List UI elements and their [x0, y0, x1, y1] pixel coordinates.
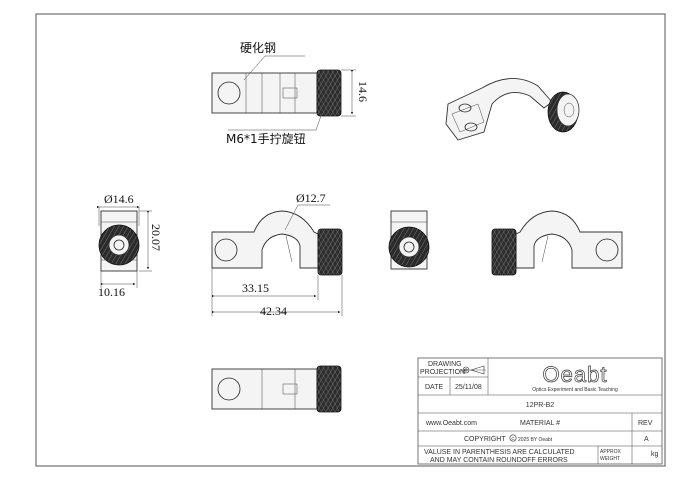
material-label: MATERIAL # [520, 420, 560, 427]
website-text: www.Oeabt.com [425, 420, 477, 427]
weight-label: WEIGHT [600, 456, 620, 462]
dim-width: 10.16 [98, 285, 125, 299]
knob-callout: M6*1手拧旋钮 [226, 131, 306, 146]
date-value: 25/11/08 [455, 384, 482, 391]
rev-label: REV [638, 420, 653, 427]
projection-symbol-icon [460, 365, 486, 375]
bottom-view [211, 365, 342, 413]
dim-length-inner: 33.15 [242, 281, 269, 295]
weight-unit: kg [651, 451, 659, 458]
sheet-border [35, 13, 666, 467]
projection-label: PROJECTION [420, 369, 465, 376]
top-side-view: 14.6 硬化钢 M6*1手拧旋钮 [211, 41, 370, 146]
logo-subtitle: Optics Experiment and Basic Teaching [532, 387, 618, 393]
company-logo: Oeabt [543, 362, 608, 387]
dim-bore: Ø12.7 [296, 191, 326, 205]
front-view: Ø12.7 33.15 42.34 [211, 191, 343, 318]
dim-top-height: 14.6 [356, 81, 370, 102]
copyright-icon: C [509, 434, 517, 442]
dim-knob-diameter: Ø14.6 [104, 192, 134, 206]
svg-text:C: C [511, 436, 515, 441]
isometric-view [445, 78, 580, 141]
title-block: DRAWING PROJECTION DATE 25/11/08 Oeabt O… [417, 357, 663, 465]
drawing-label: DRAWING [428, 361, 462, 368]
copyright-year: 2025 BY Oeabt [518, 437, 553, 443]
end-view: Ø14.6 20.07 10.16 [96, 192, 163, 299]
note-line-2: AND MAY CONTAIN ROUNDOFF ERRORS [430, 457, 568, 464]
note-line-1: VALUSE IN PARENTHESIS ARE CALCULATED [424, 449, 575, 456]
part-number: 12PR-B2 [526, 402, 555, 409]
approx-label: APPROX [600, 449, 622, 455]
material-callout: 硬化钢 [240, 41, 276, 55]
rear-view [491, 210, 623, 276]
dim-height: 20.07 [149, 224, 163, 251]
rev-value: A [644, 436, 649, 443]
dim-length-total: 42.34 [260, 304, 287, 318]
side-view [388, 210, 430, 270]
copyright-text: COPYRIGHT [464, 436, 506, 443]
date-label: DATE [425, 384, 443, 391]
